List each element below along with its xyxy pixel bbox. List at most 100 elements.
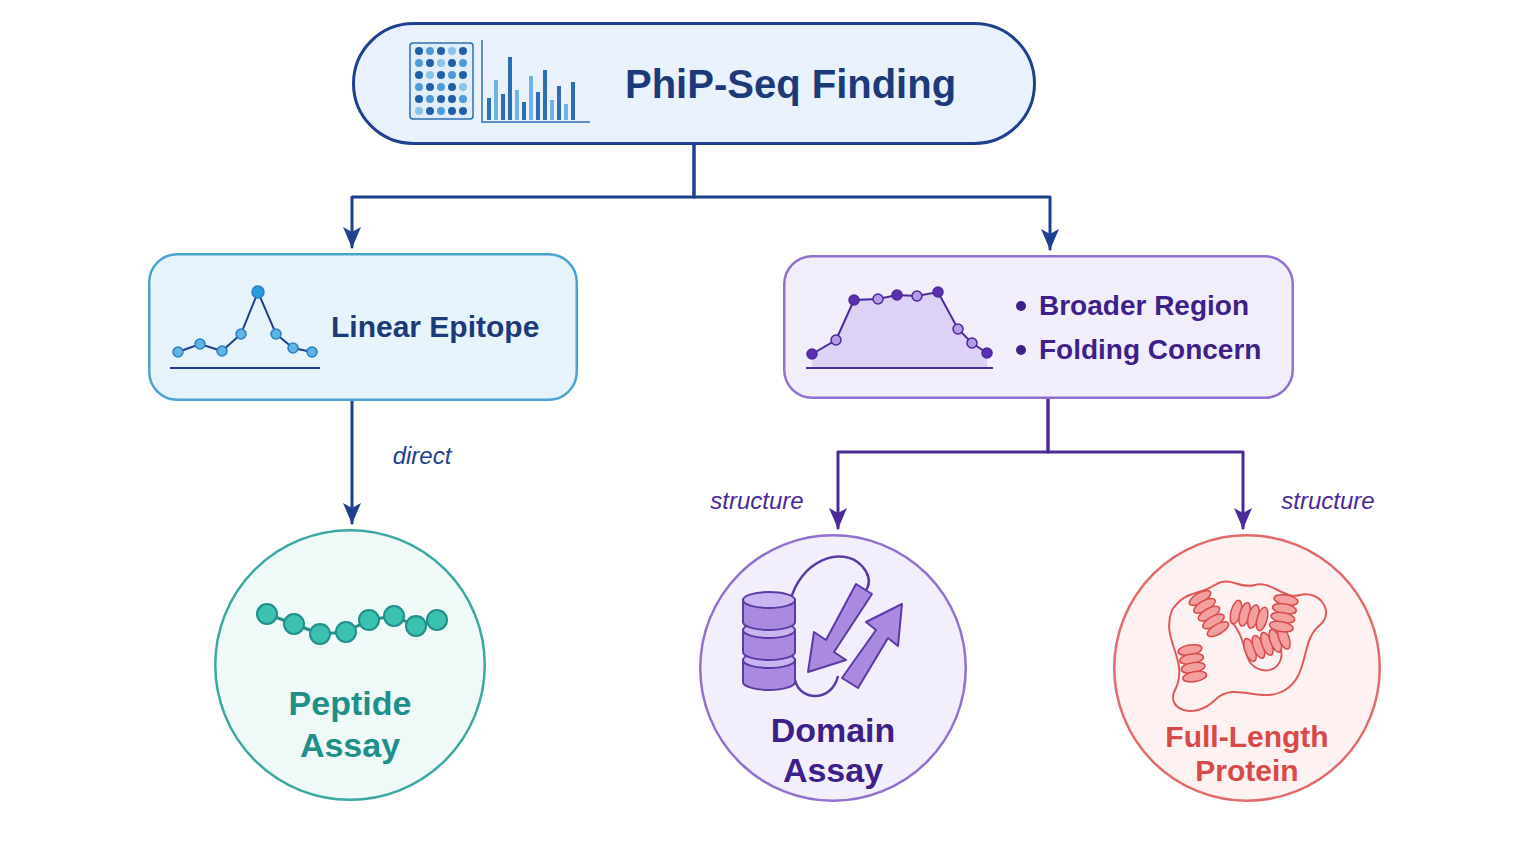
helix-turn <box>1250 634 1268 660</box>
signal-point <box>982 348 992 358</box>
plate-well <box>426 95 434 103</box>
signal-point <box>933 287 943 297</box>
node-text: Domain Assay <box>738 710 928 790</box>
flow-connector <box>694 145 1050 249</box>
signal-point <box>849 295 859 305</box>
peptide-residue <box>427 610 447 630</box>
chart-bar <box>550 100 554 120</box>
helix-cylinder-top <box>743 622 795 638</box>
signal-peak <box>252 286 264 298</box>
helix-cylinder <box>743 630 795 660</box>
box-outline <box>354 24 1035 144</box>
plate-well <box>426 71 434 79</box>
plate-well <box>415 71 423 79</box>
helix-turn <box>1270 611 1295 625</box>
protein-helix <box>1177 643 1207 684</box>
plate-well <box>415 107 423 115</box>
plate-well <box>448 71 456 79</box>
chart-axis <box>482 40 590 122</box>
plate-well <box>448 95 456 103</box>
protein-coil <box>1169 581 1326 710</box>
chart-bar <box>543 70 547 120</box>
chart-bar <box>557 86 561 120</box>
flow-connector <box>1048 399 1243 528</box>
protein-helix <box>1241 625 1292 663</box>
helix-turn <box>1254 606 1270 632</box>
node-text: Peptide Assay <box>250 682 450 766</box>
assay-circle: Full-Length Protein <box>1113 534 1381 802</box>
chart-bar <box>494 80 498 120</box>
node-text: Broader Region <box>1039 288 1289 324</box>
node-text: Folding Concern <box>1039 332 1289 368</box>
box-outline <box>784 256 1293 398</box>
signal-point <box>217 346 227 356</box>
helix-cylinder <box>743 600 795 630</box>
flow-connector <box>838 399 1048 528</box>
helix-turn <box>1192 595 1218 616</box>
plate-well <box>448 59 456 67</box>
plate-well <box>459 95 467 103</box>
circle-outline <box>1114 535 1380 801</box>
helix-turn <box>1228 599 1244 625</box>
chart-bar <box>487 98 491 120</box>
plate-well <box>448 47 456 55</box>
protein-helix <box>1228 599 1270 632</box>
peptide-residue <box>284 614 304 634</box>
plate-well <box>437 47 445 55</box>
plate-well <box>459 47 467 55</box>
helix-turn <box>1245 604 1261 630</box>
helix-cylinder <box>743 660 795 690</box>
chart-bar <box>529 76 533 120</box>
plate-well <box>448 107 456 115</box>
helix-cylinder-top <box>743 652 795 668</box>
chart-bar <box>564 104 568 120</box>
protein-helix <box>1187 588 1231 640</box>
flow-connector <box>351 401 354 523</box>
circle-outline <box>700 535 966 801</box>
plateau-signal-line <box>812 292 987 354</box>
plate-well <box>437 83 445 91</box>
node-text: Linear Epitope <box>331 308 571 346</box>
connector-label: structure <box>710 487 803 515</box>
signal-point <box>912 291 922 301</box>
helix-turn <box>1187 588 1213 609</box>
protein-helix <box>1269 593 1299 634</box>
plate-wells <box>415 47 467 115</box>
chart-bar <box>515 90 519 120</box>
node-outline <box>783 255 1294 399</box>
signal-point <box>873 294 883 304</box>
chart-bar <box>508 57 512 120</box>
helix-turn <box>1205 619 1231 640</box>
helix-turn <box>1182 670 1207 684</box>
connector-label: direct <box>393 442 452 470</box>
helix-turn <box>1272 602 1297 616</box>
plate-well <box>426 83 434 91</box>
helix-turn <box>1241 637 1259 663</box>
plate-outline <box>410 43 473 119</box>
bullet-dot <box>1016 345 1026 355</box>
signal-point <box>892 290 902 300</box>
plate-well <box>459 83 467 91</box>
peptide-residues <box>257 604 447 644</box>
plate-well <box>426 59 434 67</box>
peptide-backbone <box>267 614 437 634</box>
plate-well <box>415 95 423 103</box>
signal-point <box>831 335 841 345</box>
peptide-residue <box>336 622 356 642</box>
helix-turn <box>1258 631 1276 657</box>
helix-cylinders <box>743 592 795 690</box>
category-box: Linear Epitope <box>148 253 578 401</box>
peptide-residue <box>384 606 404 626</box>
helix-turn <box>1267 628 1285 654</box>
plate-well <box>437 59 445 67</box>
chart-bar <box>501 94 505 120</box>
plate-well <box>448 83 456 91</box>
helix-turn <box>1237 601 1253 627</box>
signal-point <box>967 338 977 348</box>
circle-outline <box>215 530 485 800</box>
category-box: Broader RegionFolding Concern <box>783 255 1294 399</box>
peptide-residue <box>257 604 277 624</box>
protein-coil <box>1230 620 1281 670</box>
helix-turn <box>1269 620 1294 634</box>
